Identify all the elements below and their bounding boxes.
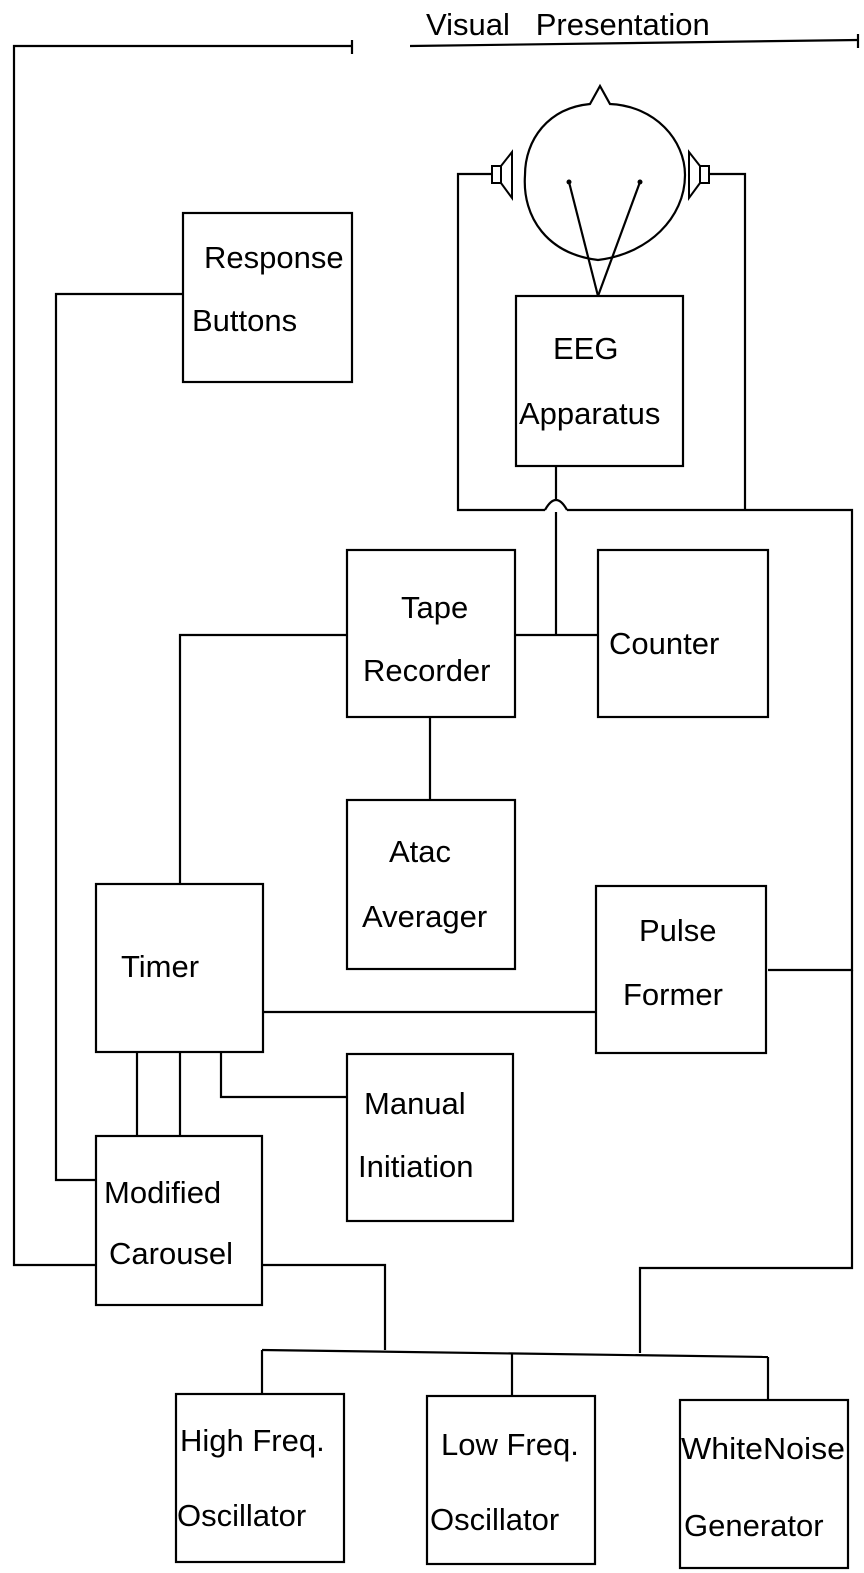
- right-speaker-icon: [689, 152, 709, 198]
- tape-recorder-box: Tape Recorder: [347, 550, 515, 717]
- white-noise-generator-box: WhiteNoise Generator: [680, 1400, 848, 1568]
- svg-text:Carousel: Carousel: [109, 1236, 233, 1271]
- svg-text:High Freq.: High Freq.: [180, 1423, 325, 1458]
- atac-averager-box: Atac Averager: [347, 800, 515, 969]
- svg-text:Former: Former: [623, 977, 723, 1012]
- svg-text:Averager: Averager: [362, 899, 487, 934]
- svg-text:Response: Response: [204, 240, 344, 275]
- svg-text:Pulse: Pulse: [639, 913, 717, 948]
- subject-head-figure: [492, 86, 709, 296]
- left-speaker-icon: [492, 152, 512, 198]
- svg-text:Generator: Generator: [684, 1508, 824, 1543]
- svg-text:Low Freq.: Low Freq.: [441, 1427, 579, 1462]
- low-freq-oscillator-box: Low Freq. Oscillator: [427, 1396, 595, 1564]
- svg-text:Oscillator: Oscillator: [430, 1502, 559, 1537]
- svg-text:Buttons: Buttons: [192, 303, 297, 338]
- visual-presentation-title: Visual Presentation: [426, 7, 710, 42]
- svg-text:Timer: Timer: [121, 949, 199, 984]
- head-icon: [525, 86, 685, 260]
- svg-text:Modified: Modified: [104, 1175, 221, 1210]
- svg-text:WhiteNoise: WhiteNoise: [681, 1431, 845, 1466]
- response-buttons-box: Response Buttons: [183, 213, 352, 382]
- svg-text:Oscillator: Oscillator: [177, 1498, 306, 1533]
- svg-text:Manual: Manual: [364, 1086, 466, 1121]
- svg-text:Atac: Atac: [389, 834, 451, 869]
- timer-box: Timer: [96, 884, 263, 1052]
- svg-text:EEG: EEG: [553, 331, 618, 366]
- svg-text:Recorder: Recorder: [363, 653, 491, 688]
- svg-text:Initiation: Initiation: [358, 1149, 473, 1184]
- eeg-apparatus-box: EEG Apparatus: [516, 296, 683, 466]
- svg-text:Apparatus: Apparatus: [519, 396, 660, 431]
- svg-text:Counter: Counter: [609, 626, 719, 661]
- svg-text:Tape: Tape: [401, 590, 468, 625]
- counter-box: Counter: [598, 550, 768, 717]
- modified-carousel-box: Modified Carousel: [96, 1136, 262, 1305]
- manual-initiation-box: Manual Initiation: [347, 1054, 513, 1221]
- high-freq-oscillator-box: High Freq. Oscillator: [176, 1394, 344, 1562]
- pulse-former-box: Pulse Former: [596, 886, 766, 1053]
